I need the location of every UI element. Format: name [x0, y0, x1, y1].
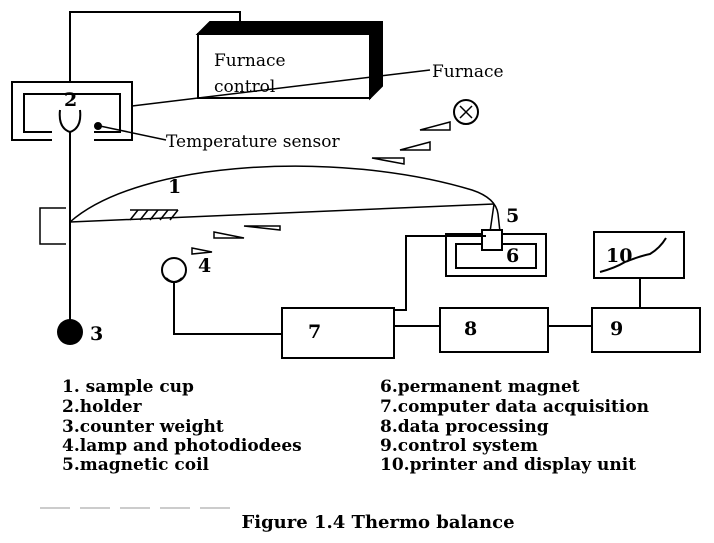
- label-6: 6: [506, 245, 519, 267]
- coil-to-acquisition-wire: [394, 235, 486, 311]
- legend-right: 6.permanent magnet 7.computer data acqui…: [380, 377, 649, 475]
- legend-item: 2.holder: [62, 397, 143, 417]
- label-5: 5: [506, 205, 519, 227]
- label-8: 8: [464, 318, 477, 340]
- balance-beam-tail: [489, 203, 495, 233]
- balance-support: [39, 207, 66, 245]
- label-7: 7: [308, 321, 321, 343]
- legend-left: 1. sample cup 2.holder 3.counter weight …: [62, 377, 302, 475]
- temperature-sensor-pointer: [99, 125, 167, 141]
- box-data-processing: [439, 307, 549, 353]
- legend-item: 4.lamp and photodiodees: [62, 436, 302, 456]
- sample-hook: [58, 109, 82, 134]
- lamp-wire: [173, 282, 282, 335]
- legend-item: 3.counter weight: [62, 417, 224, 437]
- magnetic-coil: [481, 229, 503, 251]
- box-data-acquisition: [281, 307, 395, 359]
- label-4: 4: [198, 255, 211, 277]
- photodiode-icon: [453, 99, 479, 125]
- furnace-frame: [11, 81, 133, 141]
- temperature-sensor-label: Temperature sensor: [166, 132, 340, 152]
- balance-beam: [69, 165, 501, 233]
- label-10: 10: [606, 245, 632, 267]
- furnace-label: Furnace: [432, 62, 504, 82]
- label-1: 1: [168, 176, 181, 198]
- box-control-system: [591, 307, 701, 353]
- furnace-inner-frame: [23, 93, 121, 133]
- figure-caption: Figure 1.4 Thermo balance: [241, 512, 514, 533]
- label-3: 3: [90, 323, 103, 345]
- legend-item: 5.magnetic coil: [62, 455, 210, 475]
- legend-item: 7.computer data acquisition: [380, 397, 649, 417]
- legend-item: 8.data processing: [380, 417, 549, 437]
- balance-beam-lower: [69, 203, 495, 223]
- legend-item: 6.permanent magnet: [380, 377, 580, 397]
- furnace-control-label-1: Furnace: [214, 51, 286, 71]
- beam-pivot-hatch: [129, 209, 179, 221]
- label-2: 2: [64, 89, 77, 111]
- legend-item: 10.printer and display unit: [380, 455, 636, 475]
- label-9: 9: [610, 318, 623, 340]
- counter-weight: [57, 319, 83, 345]
- printer-trace: [599, 237, 667, 273]
- light-beam-wedges: [191, 121, 451, 255]
- legend-item: 1. sample cup: [62, 377, 194, 397]
- legend-item: 9.control system: [380, 436, 538, 456]
- furnace-control-label-2: control: [214, 77, 275, 97]
- furnace-pointer-line: [131, 69, 431, 107]
